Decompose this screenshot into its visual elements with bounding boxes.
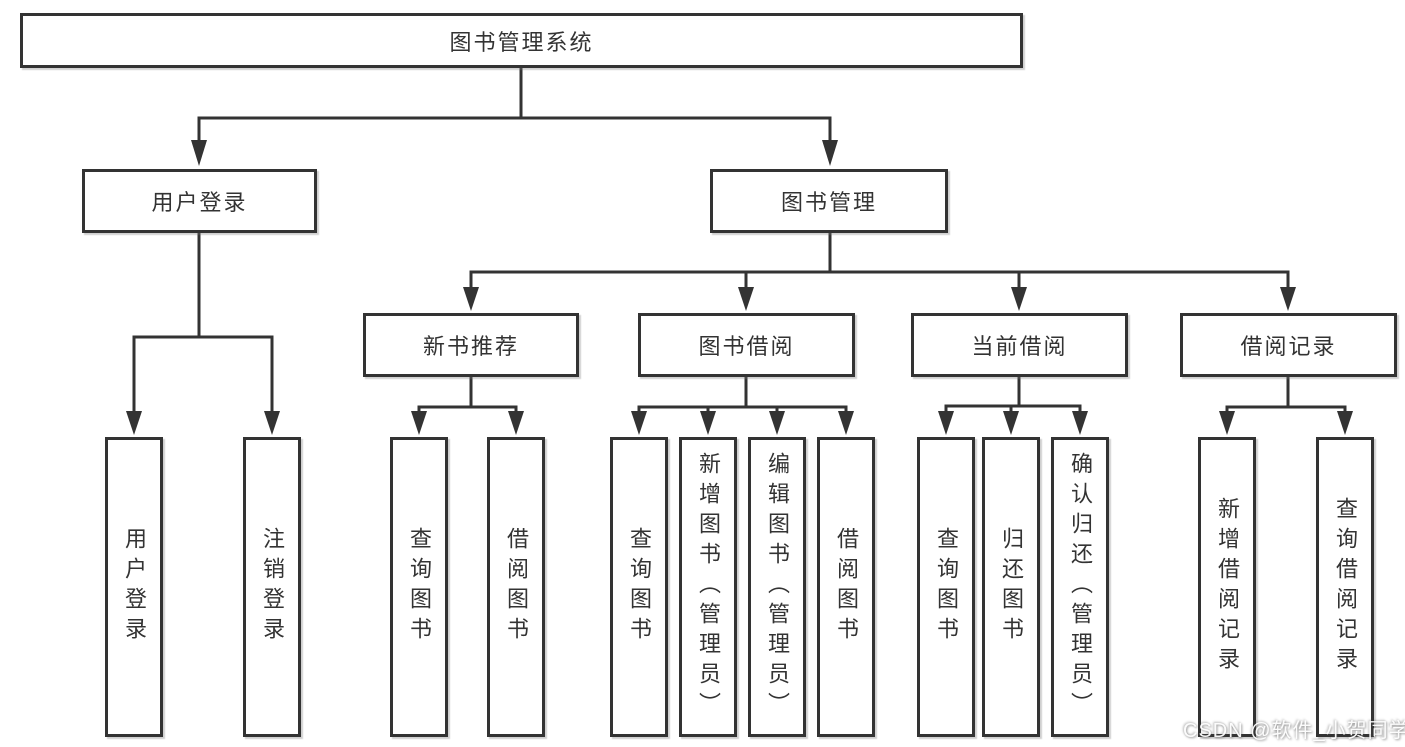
csdn-watermark: CSDN @软件_小贺同学 bbox=[1183, 720, 1405, 742]
connector-user-login-branch bbox=[126, 231, 280, 435]
leaf-label: 新增借阅记录 bbox=[1215, 497, 1240, 677]
node-book-management: 图书管理 bbox=[710, 169, 948, 233]
node-label: 借阅记录 bbox=[1240, 334, 1337, 359]
node-borrowing-records: 借阅记录 bbox=[1180, 313, 1397, 377]
leaf-label: 查询借阅记录 bbox=[1333, 497, 1358, 677]
leaf-add-borrow-record: 新增借阅记录 bbox=[1198, 437, 1256, 737]
leaf-label: 注销登录 bbox=[260, 527, 285, 647]
leaf-edit-books-admin: 编辑图书（管理员） bbox=[748, 437, 806, 737]
leaf-query-books-2: 查询图书 bbox=[610, 437, 668, 737]
leaf-add-books-admin: 新增图书（管理员） bbox=[679, 437, 737, 737]
node-label: 新书推荐 bbox=[422, 334, 519, 359]
leaf-label: 借阅图书 bbox=[834, 527, 859, 647]
connector-current-borrow-branch bbox=[938, 375, 1088, 435]
leaf-query-books-3: 查询图书 bbox=[917, 437, 975, 737]
node-user-login: 用户登录 bbox=[82, 169, 317, 233]
leaf-label: 借阅图书 bbox=[504, 527, 529, 647]
leaf-confirm-return-admin: 确认归还（管理员） bbox=[1051, 437, 1109, 737]
node-label: 图书管理 bbox=[780, 190, 877, 215]
connector-book-borrow-branch bbox=[631, 375, 854, 435]
leaf-label: 编辑图书（管理员） bbox=[765, 452, 790, 722]
node-new-book-recommendation: 新书推荐 bbox=[363, 313, 579, 377]
connector-book-management-branch bbox=[463, 231, 1296, 311]
leaf-label: 查询图书 bbox=[407, 527, 432, 647]
node-label: 用户登录 bbox=[151, 190, 248, 215]
leaf-label: 用户登录 bbox=[122, 527, 147, 647]
node-label: 图书借阅 bbox=[698, 334, 795, 359]
connector-borrow-records-branch bbox=[1219, 375, 1353, 435]
node-label: 图书管理系统 bbox=[449, 29, 594, 55]
leaf-borrow-books-2: 借阅图书 bbox=[817, 437, 875, 737]
leaf-borrow-books-1: 借阅图书 bbox=[487, 437, 545, 737]
node-book-borrowing: 图书借阅 bbox=[638, 313, 855, 377]
connector-root-to-level2 bbox=[191, 66, 838, 166]
leaf-label: 确认归还（管理员） bbox=[1068, 452, 1093, 722]
connector-new-book-branch bbox=[411, 375, 524, 435]
leaf-user-login: 用户登录 bbox=[105, 437, 163, 737]
node-label: 当前借阅 bbox=[971, 334, 1068, 359]
leaf-return-books: 归还图书 bbox=[982, 437, 1040, 737]
leaf-label: 查询图书 bbox=[627, 527, 652, 647]
node-current-borrowing: 当前借阅 bbox=[911, 313, 1128, 377]
leaf-label: 新增图书（管理员） bbox=[696, 452, 721, 722]
leaf-query-borrow-record: 查询借阅记录 bbox=[1316, 437, 1374, 737]
leaf-logout: 注销登录 bbox=[243, 437, 301, 737]
node-library-management-system: 图书管理系统 bbox=[20, 13, 1023, 68]
leaf-query-books-1: 查询图书 bbox=[390, 437, 448, 737]
leaf-label: 归还图书 bbox=[999, 527, 1024, 647]
leaf-label: 查询图书 bbox=[934, 527, 959, 647]
